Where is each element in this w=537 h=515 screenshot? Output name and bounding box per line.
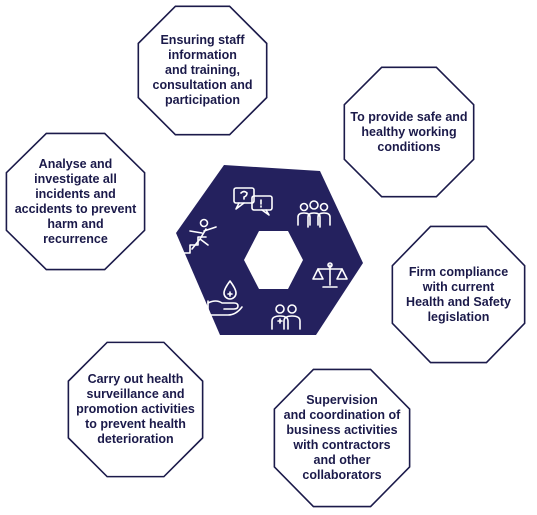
communication-icon: [233, 187, 273, 216]
octagon-analyse-incidents: Analyse and investigate all incidents an…: [5, 132, 146, 271]
octagon-label: Carry out health surveillance and promot…: [76, 372, 195, 446]
scales-of-justice-icon: [312, 262, 348, 288]
health-workers-icon: [271, 304, 301, 330]
octagon-label: Firm compliance with current Health and …: [406, 264, 511, 324]
inner-hexagon: [244, 231, 303, 289]
octagon-label: To provide safe and healthy working cond…: [350, 109, 468, 154]
octagon-shape: [137, 5, 268, 136]
octagon-safe-conditions: To provide safe and healthy working cond…: [343, 66, 475, 198]
octagon-compliance: Firm compliance with current Health and …: [391, 225, 526, 364]
octagon-shape: [67, 341, 204, 478]
octagon-shape: [343, 66, 475, 198]
octagon-shape: [5, 132, 146, 271]
octagon-staff-information: Ensuring staff information and training,…: [137, 5, 268, 136]
falling-on-stairs-icon: [181, 218, 217, 254]
health-care-hand-icon: [207, 280, 243, 320]
octagon-shape: [391, 225, 526, 364]
octagon-shape: [273, 368, 411, 508]
octagon-health-surveillance: Carry out health surveillance and promot…: [67, 341, 204, 478]
octagon-label: Analyse and investigate all incidents an…: [14, 156, 137, 246]
octagon-label: Supervision and coordination of business…: [283, 393, 401, 482]
octagon-supervision: Supervision and coordination of business…: [273, 368, 411, 508]
central-hexagon: [168, 163, 368, 343]
team-icon: [297, 200, 331, 228]
octagon-label: Ensuring staff information and training,…: [152, 33, 253, 107]
central-hexagon-graphic: [176, 165, 363, 335]
